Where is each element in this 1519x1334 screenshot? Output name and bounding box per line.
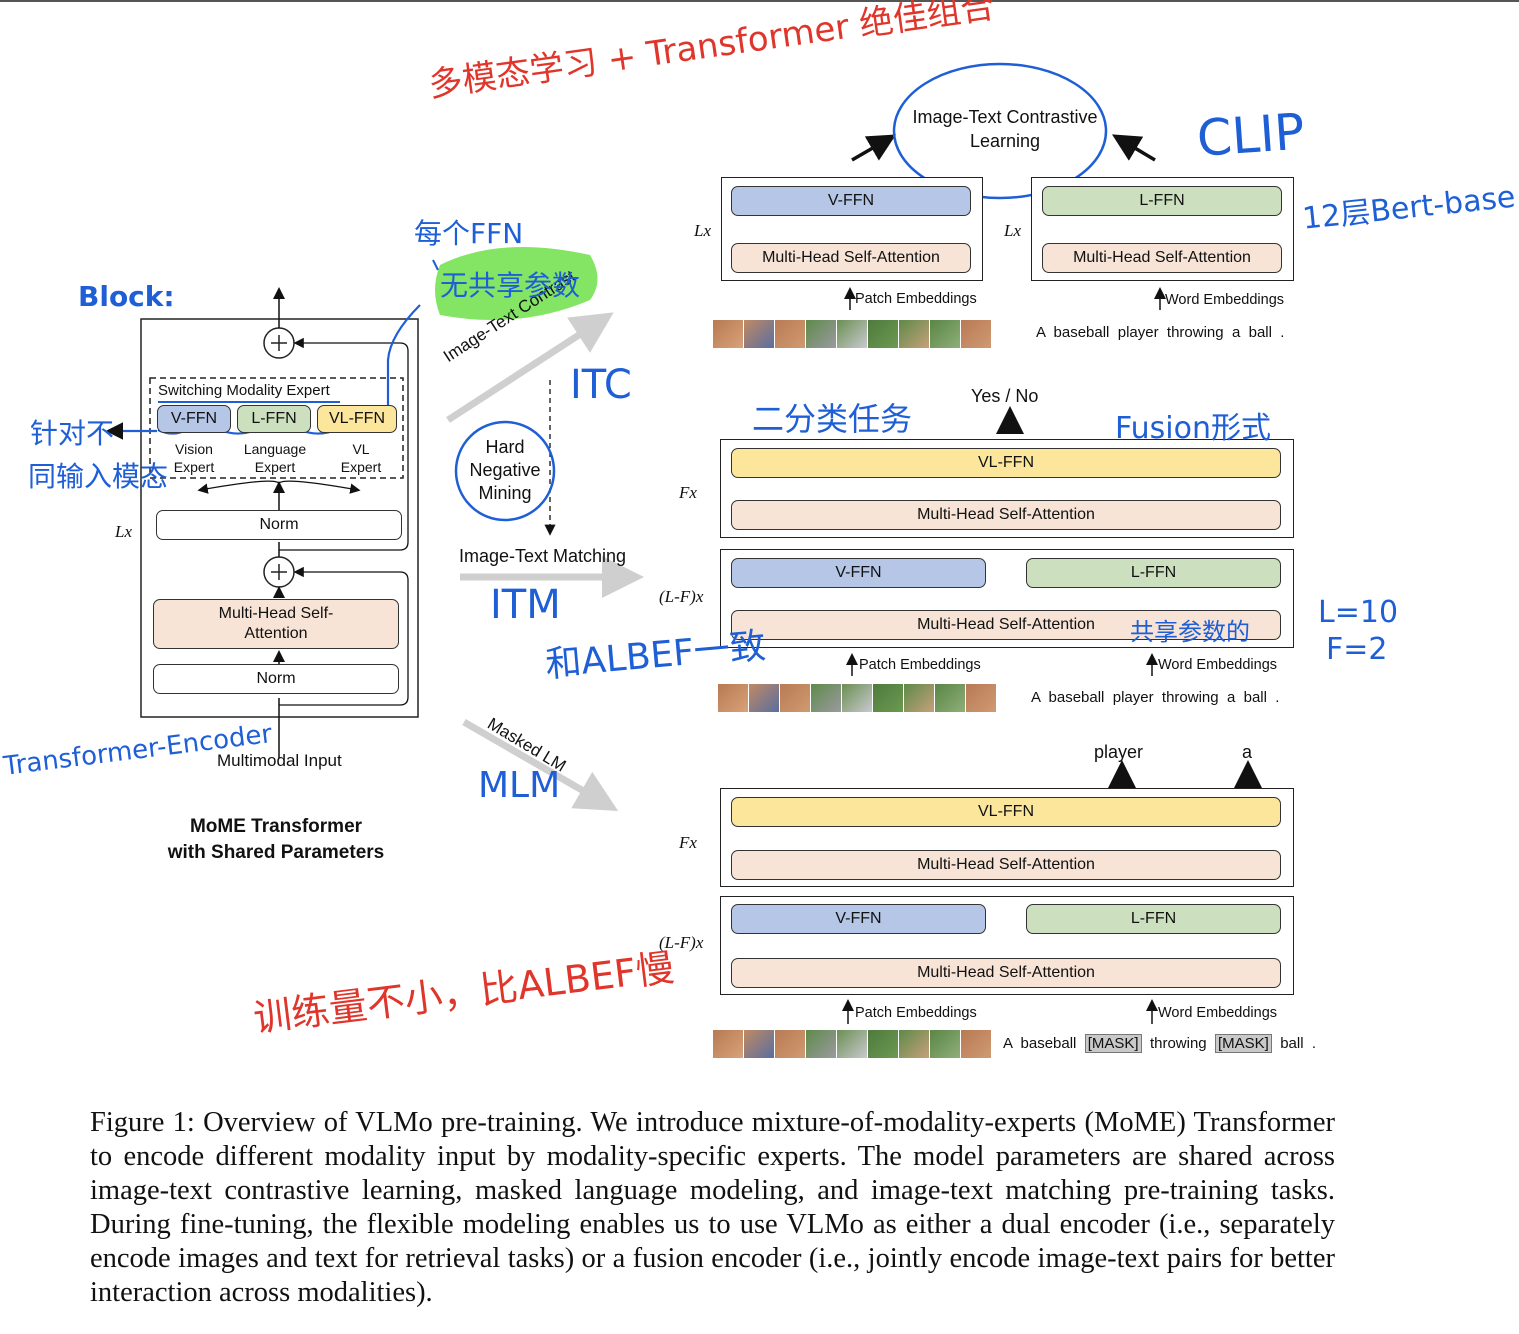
- itm-lfx-label: (L-F)x: [659, 587, 704, 606]
- vl-expert-label: VL Expert: [340, 441, 382, 475]
- itc-layers-left: Lx: [694, 221, 711, 240]
- mlm-fusion-mhsa: Multi-Head Self-Attention: [731, 850, 1281, 880]
- annotation-each-ffn: 每个FFN: [414, 217, 524, 250]
- l-ffn-expert: L-FFN: [237, 405, 311, 433]
- language-expert-label: Language Expert: [243, 441, 307, 475]
- annotation-l10: L=10: [1318, 595, 1399, 630]
- image-text-matching-label: Image-Text Matching: [459, 546, 627, 566]
- mlm-v-ffn: V-FFN: [731, 904, 986, 934]
- annotation-block: Block:: [78, 280, 175, 313]
- annotation-targeting-1: 针对不: [30, 417, 115, 450]
- itm-shared-mhsa: Multi-Head Self-Attention: [731, 610, 1281, 640]
- itm-word-embeddings: Word Embeddings: [1158, 657, 1278, 673]
- annotation-no-shared: 无共享参数: [440, 269, 581, 302]
- mlm-fx-label: Fx: [679, 833, 697, 852]
- norm-block-top: Norm: [156, 510, 402, 540]
- multi-head-self-attention-block: Multi-Head Self-Attention: [153, 599, 399, 649]
- itc-v-ffn: V-FFN: [731, 186, 971, 216]
- annotation-mlm: MLM: [478, 765, 561, 806]
- mask-token-1: [MASK]: [1084, 1034, 1142, 1053]
- annotation-f2: F=2: [1326, 632, 1388, 667]
- itm-vl-ffn: VL-FFN: [731, 448, 1281, 478]
- mlm-output-player: player: [1094, 742, 1144, 762]
- annotation-shared-params: 共享参数的: [1130, 618, 1250, 646]
- mlm-sentence-part3: ball .: [1280, 1035, 1317, 1052]
- itc-sentence: A baseball player throwing a ball .: [1036, 324, 1285, 341]
- itc-language-mhsa: Multi-Head Self-Attention: [1042, 243, 1282, 273]
- mlm-output-a: a: [1242, 742, 1253, 762]
- mlm-vl-ffn: VL-FFN: [731, 797, 1281, 827]
- annotation-fusion: Fusion形式: [1115, 411, 1271, 446]
- mlm-patch-embeddings: Patch Embeddings: [855, 1005, 977, 1021]
- mlm-l-ffn: L-FFN: [1026, 904, 1281, 934]
- itm-patch-embeddings: Patch Embeddings: [859, 657, 981, 673]
- itm-l-ffn: L-FFN: [1026, 558, 1281, 588]
- v-ffn-expert: V-FFN: [157, 405, 231, 433]
- itc-word-embeddings: Word Embeddings: [1165, 292, 1285, 308]
- itm-output-label: Yes / No: [971, 386, 1039, 406]
- itc-patch-embeddings: Patch Embeddings: [855, 291, 977, 307]
- top-border: [0, 0, 1519, 2]
- hard-negative-mining-label: Hard Negative Mining: [469, 437, 541, 503]
- itm-sentence: A baseball player throwing a ball .: [1031, 689, 1280, 706]
- norm-block-bottom: Norm: [153, 664, 399, 694]
- annotation-binary-task: 二分类任务: [752, 400, 913, 438]
- annotation-targeting-2: 同输入模态: [28, 460, 169, 493]
- annotation-itc: ITC: [570, 362, 632, 408]
- vision-expert-label: Vision Expert: [173, 441, 215, 475]
- mask-token-2: [MASK]: [1214, 1034, 1272, 1053]
- contrastive-learning-label: Image-Text Contrastive Learning: [912, 107, 1098, 151]
- switching-label: Switching Modality Expert: [158, 382, 330, 399]
- mlm-sentence-part1: A baseball: [1003, 1035, 1077, 1052]
- itm-fx-label: Fx: [679, 483, 697, 502]
- multimodal-input-label: Multimodal Input: [217, 751, 342, 770]
- itc-vision-mhsa: Multi-Head Self-Attention: [731, 243, 971, 273]
- annotation-itm: ITM: [490, 582, 561, 628]
- figure-caption: Figure 1: Overview of VLMo pre-training.…: [90, 1107, 1335, 1308]
- itc-l-ffn: L-FFN: [1042, 186, 1282, 216]
- mlm-sentence-part2: throwing: [1149, 1035, 1207, 1052]
- mlm-shared-mhsa: Multi-Head Self-Attention: [731, 958, 1281, 988]
- itm-v-ffn: V-FFN: [731, 558, 986, 588]
- module-title-line2: with Shared Parameters: [167, 842, 385, 863]
- itc-layers-right: Lx: [1004, 221, 1021, 240]
- mlm-word-embeddings: Word Embeddings: [1158, 1005, 1278, 1021]
- itm-fusion-mhsa: Multi-Head Self-Attention: [731, 500, 1281, 530]
- annotation-clip: CLIP: [1195, 102, 1307, 168]
- module-title-line1: MoME Transformer: [189, 816, 363, 837]
- mlm-lfx-label: (L-F)x: [659, 933, 704, 952]
- vl-ffn-expert: VL-FFN: [317, 405, 397, 433]
- mlm-sentence: A baseball [MASK] throwing [MASK] ball .: [1003, 1034, 1317, 1053]
- layers-label: Lx: [115, 522, 132, 541]
